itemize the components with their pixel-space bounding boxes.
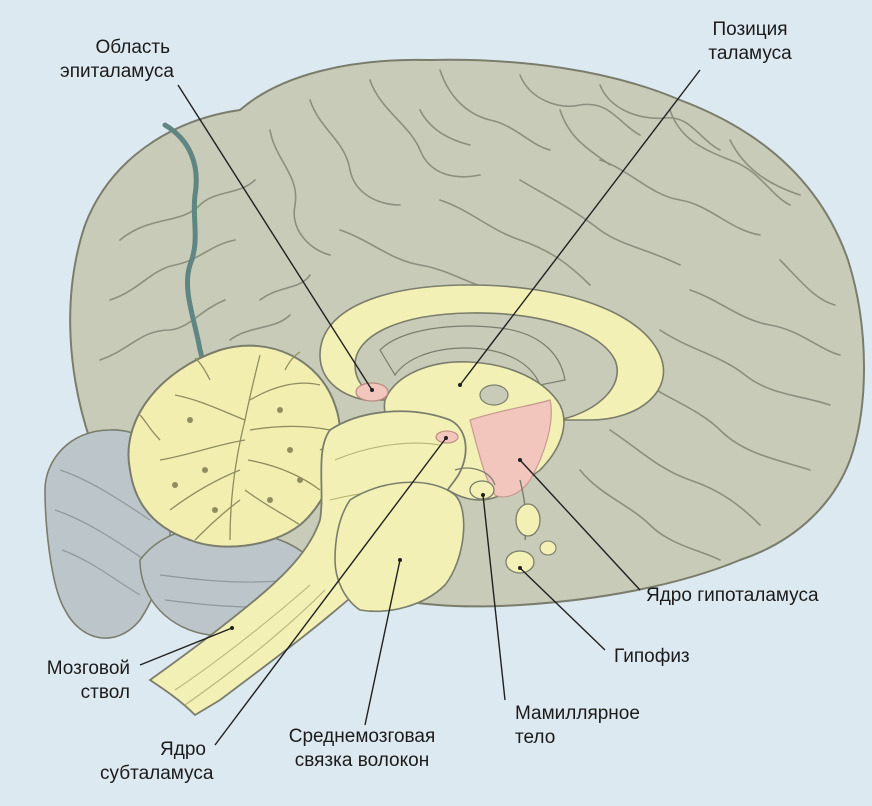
leader-thalamus — [459, 69, 701, 386]
label-epithalamus-line2: эпиталамуса — [60, 61, 174, 82]
label-thalamus: Позиция таламуса — [690, 18, 810, 66]
leader-subthalamus — [214, 437, 447, 746]
label-epithalamus-line1: Область — [95, 37, 170, 58]
label-thalamus-line1: Позиция — [712, 19, 788, 40]
label-subthalamus-nucleus: Ядро субталамуса — [100, 738, 214, 786]
label-mammillary-body-line2: тело — [515, 727, 556, 748]
leader-midbrain-tract — [364, 559, 401, 726]
label-pituitary-line1: Гипофиз — [614, 646, 690, 667]
interthalamic-adhesion — [479, 384, 509, 406]
mammillary-body — [469, 480, 495, 500]
label-epithalamus: Область эпиталамуса — [60, 36, 174, 84]
label-hypothalamus-nucleus: Ядро гипоталамуса — [646, 584, 819, 608]
label-brainstem-line1: Мозговой — [46, 658, 130, 679]
label-brainstem-line2: ствол — [80, 682, 130, 703]
leader-epithalamus — [177, 84, 373, 391]
leader-brainstem — [139, 627, 233, 666]
pons — [334, 481, 465, 613]
label-midbrain-tract: Среднемозговая связка волокон — [262, 725, 462, 773]
leader-hypothalamus — [519, 459, 641, 591]
label-hypothalamus-nucleus-line1: Ядро гипоталамуса — [646, 585, 819, 606]
label-thalamus-line2: таламуса — [708, 43, 792, 64]
label-midbrain-tract-line2: связка волокон — [294, 750, 430, 771]
label-mammillary-body: Мамиллярное тело — [515, 702, 640, 750]
pituitary-gland — [505, 479, 557, 574]
label-subthalamus-nucleus-line2: субталамуса — [100, 763, 214, 784]
gyri-lines — [99, 69, 841, 561]
label-subthalamus-nucleus-line1: Ядро — [160, 739, 206, 760]
lateral-ventricle — [379, 325, 566, 386]
label-pituitary: Гипофиз — [614, 645, 690, 669]
label-brainstem: Мозговой ствол — [20, 657, 130, 705]
cerebellum — [127, 344, 346, 548]
leader-mammillary — [482, 494, 506, 701]
leader-lines — [139, 69, 701, 746]
label-midbrain-tract-line1: Среднемозговая — [288, 726, 436, 747]
corpus-callosum — [319, 284, 665, 421]
label-mammillary-body-line1: Мамиллярное — [515, 703, 640, 724]
leader-pituitary — [519, 567, 606, 651]
